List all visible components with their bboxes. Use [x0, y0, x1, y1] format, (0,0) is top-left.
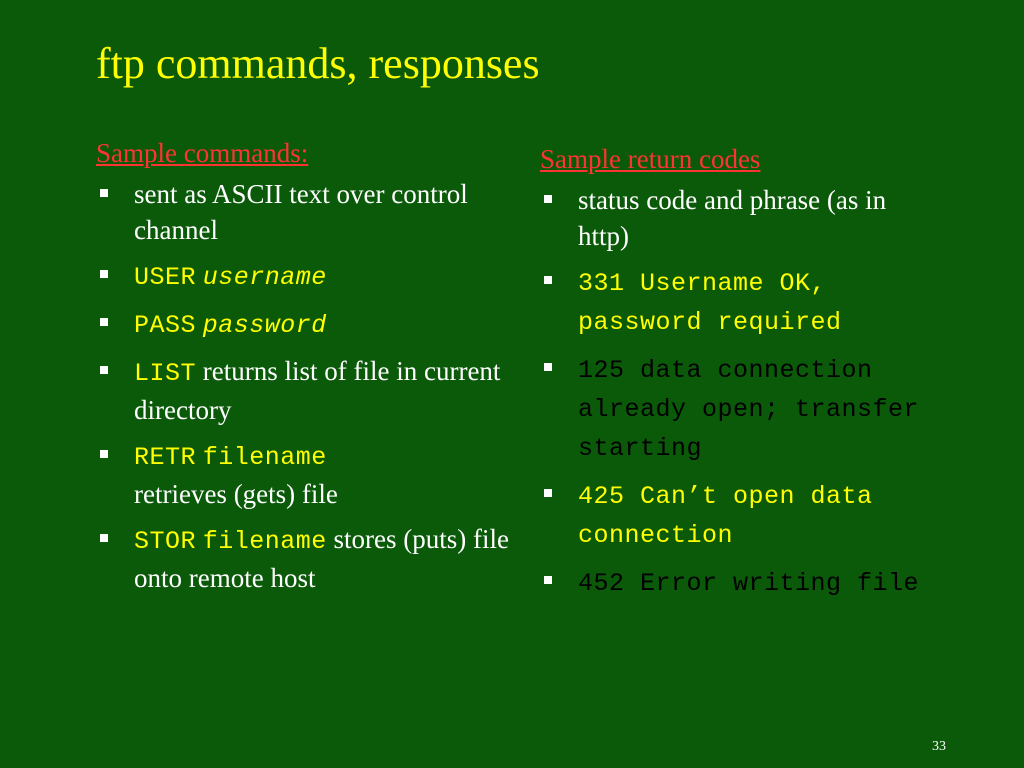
command-keyword: STOR [134, 527, 197, 556]
list-item: RETR filename retrieves (gets) file [96, 437, 516, 512]
sample-return-codes-heading: Sample return codes [540, 144, 761, 174]
list-item: 425 Can’t open data connection [540, 476, 940, 554]
command-keyword: USER [134, 263, 197, 292]
command-keyword: PASS [134, 311, 197, 340]
command-keyword: RETR [134, 443, 197, 472]
list-item: 452 Error writing file [540, 563, 940, 602]
slide-title: ftp commands, responses [96, 39, 540, 88]
square-bullet-icon [544, 195, 552, 203]
square-bullet-icon [544, 363, 552, 371]
bullet-text: sent as ASCII text over control channel [134, 179, 468, 245]
command-description: stores (puts) file onto remote host [134, 524, 510, 593]
page-number: 33 [932, 739, 946, 754]
square-bullet-icon [100, 318, 108, 326]
return-code: 331 Username OK, password required [578, 269, 842, 337]
bullet-text: status code and phrase (as in http) [578, 185, 887, 251]
list-item: status code and phrase (as in http) [540, 182, 940, 254]
square-bullet-icon [544, 276, 552, 284]
sample-commands-column: Sample commands: sent as ASCII text over… [96, 134, 516, 605]
list-item: STOR filename stores (puts) file onto re… [96, 521, 516, 596]
square-bullet-icon [544, 489, 552, 497]
command-argument: filename [202, 527, 327, 556]
command-keyword: LIST [134, 359, 197, 388]
square-bullet-icon [100, 534, 108, 542]
return-codes-list: status code and phrase (as in http) 331 … [540, 182, 940, 602]
sample-return-codes-column: Sample return codes status code and phra… [540, 140, 940, 611]
command-description: returns list of file in current director… [134, 356, 501, 425]
commands-list: sent as ASCII text over control channel … [96, 176, 516, 596]
square-bullet-icon [100, 189, 108, 197]
command-description: retrieves (gets) file [134, 479, 338, 509]
square-bullet-icon [100, 450, 108, 458]
sample-commands-heading: Sample commands: [96, 138, 309, 168]
list-item: LIST returns list of file in current dir… [96, 353, 516, 428]
return-code: 125 data connection already open; transf… [578, 356, 920, 463]
square-bullet-icon [100, 270, 108, 278]
command-argument: filename [202, 443, 327, 472]
command-argument: password [202, 311, 327, 340]
list-item: USER username [96, 257, 516, 296]
list-item: sent as ASCII text over control channel [96, 176, 516, 248]
command-argument: username [202, 263, 327, 292]
list-item: PASS password [96, 305, 516, 344]
list-item: 125 data connection already open; transf… [540, 350, 940, 467]
return-code: 425 Can’t open data connection [578, 482, 873, 550]
return-code: 452 Error writing file [578, 569, 920, 598]
square-bullet-icon [544, 576, 552, 584]
list-item: 331 Username OK, password required [540, 263, 940, 341]
square-bullet-icon [100, 366, 108, 374]
